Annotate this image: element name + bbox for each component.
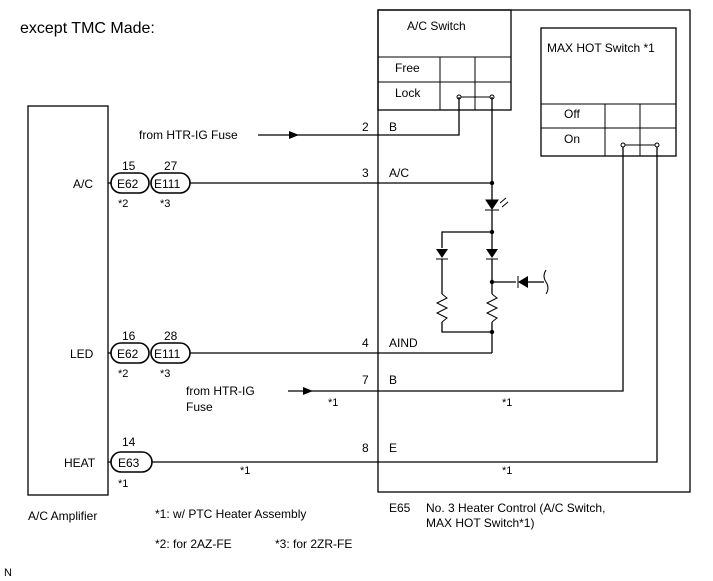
pin-8-num: 8 (362, 441, 369, 455)
wire-note-1: *1 (328, 397, 338, 409)
max-hot-row-off: Off (564, 107, 580, 121)
amp-pin-label: LED (70, 347, 94, 361)
diagram-heading: except TMC Made: (20, 20, 155, 37)
amp-pin-led: LED E62 16 *2 E111 28 *3 (70, 329, 191, 380)
connector-e62: E62 (117, 177, 139, 191)
pin-note: *2 (118, 198, 128, 210)
max-hot-switch: MAX HOT Switch *1 Off On (540, 27, 677, 157)
connector-e62: E62 (117, 347, 139, 361)
pin-number: 14 (122, 435, 136, 449)
max-hot-row-on: On (564, 132, 580, 146)
ac-switch-row-lock: Lock (395, 86, 421, 100)
pin-note: *2 (118, 368, 128, 380)
control-label-line2: MAX HOT Switch*1) (426, 516, 534, 530)
pin-7-name: B (389, 373, 397, 387)
pin-8-name: E (389, 441, 397, 455)
wire-heat (152, 147, 658, 463)
connector-e111: E111 (154, 177, 181, 191)
pin-2-name: B (389, 120, 397, 134)
ac-switch-title: A/C Switch (407, 19, 466, 33)
control-label-line1: No. 3 Heater Control (A/C Switch, (426, 501, 605, 515)
pin-number: 15 (122, 159, 136, 173)
diode-resistor-network (435, 231, 549, 353)
pin-note: *1 (118, 478, 128, 490)
source-mid-label-line1: from HTR-IG (186, 384, 255, 398)
pin-4-name: AIND (389, 336, 418, 350)
corner-mark: N (4, 567, 12, 579)
wire-note-3: *1 (240, 465, 250, 477)
connector-e111: E111 (154, 347, 181, 361)
led-indicator (485, 197, 509, 232)
pin-note: *3 (160, 198, 170, 210)
pin-number: 28 (164, 329, 178, 343)
pin-2-num: 2 (362, 120, 369, 134)
connector-e63: E63 (118, 456, 140, 470)
pin-3-num: 3 (362, 166, 369, 180)
ac-switch-row-free: Free (395, 61, 420, 75)
heater-control-box (377, 9, 691, 493)
pin-number: 27 (164, 159, 178, 173)
amp-pin-ac: A/C E62 15 *2 E111 27 *3 (73, 159, 191, 210)
amp-pin-heat: HEAT E63 14 *1 (64, 435, 153, 490)
pin-number: 16 (122, 329, 136, 343)
max-hot-title: MAX HOT Switch *1 (547, 41, 655, 55)
pin-note: *3 (160, 368, 170, 380)
amplifier-label: A/C Amplifier (28, 509, 97, 523)
amp-pin-label: A/C (73, 177, 93, 191)
footnote-3: *3: for 2ZR-FE (275, 537, 352, 551)
footnote-1: *1: w/ PTC Heater Assembly (155, 507, 306, 521)
control-connector: E65 (389, 501, 411, 515)
wire-note-4: *1 (502, 465, 512, 477)
pin-4-num: 4 (362, 336, 369, 350)
ac-switch: A/C Switch Free Lock (377, 9, 512, 111)
amp-pin-label: HEAT (64, 456, 96, 470)
source-top-label: from HTR-IG Fuse (139, 128, 238, 142)
pin-7-num: 7 (362, 373, 369, 387)
pin-3-name: A/C (389, 166, 409, 180)
wire-note-2: *1 (502, 397, 512, 409)
source-mid-label-line2: Fuse (186, 400, 213, 414)
amplifier-box (27, 105, 109, 496)
wire-pin7 (312, 147, 624, 392)
footnote-2: *2: for 2AZ-FE (155, 537, 232, 551)
wire-pin2-to-switch (378, 97, 460, 136)
